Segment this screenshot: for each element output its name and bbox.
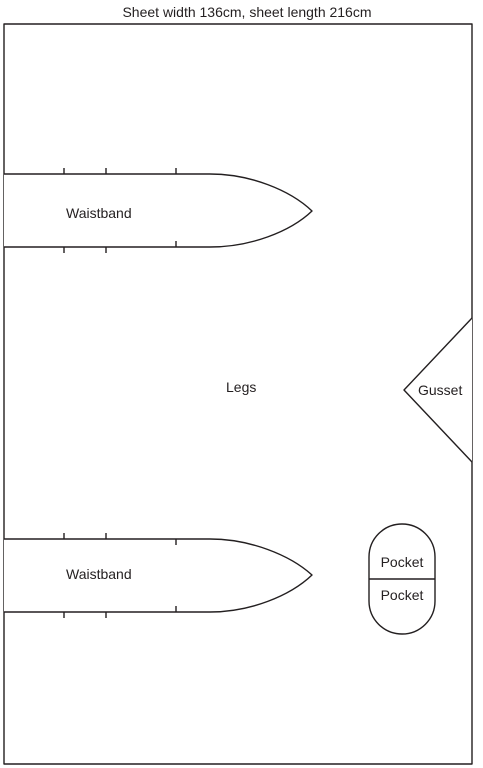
pocket-bottom-label: Pocket	[381, 587, 424, 603]
gusset-piece: Gusset	[403, 317, 473, 463]
waistband-piece-bottom: Waistband	[4, 533, 313, 618]
pocket-pieces: Pocket Pocket	[368, 523, 436, 635]
legs-label: Legs	[226, 379, 256, 395]
waistband-top-label: Waistband	[66, 205, 132, 221]
waistband-bottom-label: Waistband	[66, 566, 132, 582]
gusset-label: Gusset	[418, 382, 462, 398]
sheet-outline	[3, 23, 473, 765]
sheet-dimensions-title: Sheet width 136cm, sheet length 216cm	[122, 4, 371, 20]
waistband-piece-top: Waistband	[4, 168, 313, 253]
pocket-top-label: Pocket	[381, 554, 424, 570]
